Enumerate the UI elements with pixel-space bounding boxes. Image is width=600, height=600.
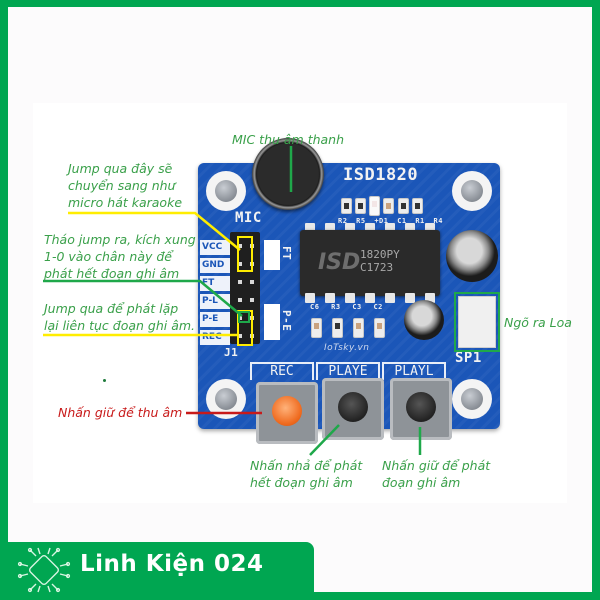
label-c6: C6 (310, 303, 320, 311)
label-r3: R3 (331, 303, 341, 311)
annotation-line: 1-0 vào chân này để (44, 249, 172, 264)
annotation-line: Tháo jump ra, kích xung (44, 232, 196, 247)
button-label-playl: PLAYL (382, 362, 446, 380)
top-component-labels: R2 R5 +D1 C1 R1 R4 (338, 217, 443, 225)
mid-component-labels: C6 R3 C3 C2 (310, 303, 383, 311)
playl-button-cap (406, 392, 436, 422)
highlight-vcc-gnd-jumper (237, 236, 253, 272)
smd-resistor-r1 (398, 198, 409, 214)
isd1820-chip (300, 230, 440, 296)
mount-hole-top-left (206, 171, 246, 211)
annotation-line: Jump qua để phát lặp (44, 301, 179, 316)
rec-button[interactable] (256, 382, 318, 444)
annotation-line: Nhấn giữ để phát (382, 458, 491, 473)
annotation-speaker: Ngõ ra Loa (504, 315, 572, 330)
highlight-speaker-connector (454, 292, 500, 352)
capacitor-large (446, 230, 498, 282)
mount-hole-bottom-left (206, 379, 246, 419)
pin-label-ft: FT (200, 276, 230, 291)
rec-button-cap (272, 396, 302, 426)
playe-button-cap (338, 392, 368, 422)
watermark: IoTsky.vn (324, 343, 370, 353)
smd-cap-c3 (353, 318, 364, 338)
annotation-line: chuyển sang như (68, 178, 176, 193)
label-c1: C1 (397, 217, 407, 225)
speaker-connector-label: SP1 (455, 350, 482, 366)
pin-label-pl: P-L (200, 294, 230, 309)
annotation-rec: Nhấn giữ để thu âm (58, 405, 183, 420)
smd-resistor-r4 (412, 198, 423, 214)
pin-label-vcc: VCC (200, 240, 230, 255)
jumper-label-pe: P-E (280, 310, 293, 332)
annotation-mic: MIC thu âm thanh (232, 132, 345, 147)
pin-label-gnd: GND (200, 258, 230, 273)
microphone-icon (252, 138, 324, 210)
button-label-rec: REC (250, 362, 314, 380)
chip-pins-top (305, 223, 435, 233)
annotation-playe: Nhấn nhả để phát hết đoạn ghi âm (250, 457, 362, 491)
label-c3: C3 (352, 303, 362, 311)
pin-label-rec: REC (200, 330, 230, 345)
jumper-tab-ft (264, 240, 280, 270)
smd-cap-c1 (383, 198, 394, 214)
brand-name: Linh Kiện 024 (80, 551, 264, 577)
annotation-karaoke: Jump qua đây sẽ chuyển sang như micro há… (68, 160, 182, 211)
annotation-line: hết đoạn ghi âm (250, 475, 353, 490)
smd-led-d1 (369, 196, 380, 216)
highlight-pe-pin (238, 311, 250, 323)
mic-silk-label: MIC (235, 210, 262, 226)
annotation-loop: Jump qua để phát lặp lại liên tục đoạn g… (44, 300, 195, 334)
chip-model: 1820PY (360, 248, 400, 261)
smd-resistor-r2 (341, 198, 352, 214)
smd-cap-c2 (374, 318, 385, 338)
chip-pins-bottom (305, 293, 435, 303)
annotation-line: đoạn ghi âm (382, 475, 461, 490)
annotation-line: lại liên tục đoạn ghi âm. (44, 318, 196, 333)
stray-dot (103, 379, 106, 382)
jumper-tab-pe (264, 304, 280, 340)
speaker-connector (458, 296, 496, 348)
chip-circuit-icon (17, 547, 71, 593)
label-r4: R4 (433, 217, 443, 225)
label-r2: R2 (338, 217, 348, 225)
chip-logo: ISD (318, 250, 361, 275)
board-title: ISD1820 (343, 165, 419, 185)
label-r5: R5 (356, 217, 366, 225)
chip-marking: 1820PY C1723 (360, 248, 400, 274)
button-label-playe: PLAYE (316, 362, 380, 380)
label-d1: +D1 (374, 217, 389, 225)
playl-button[interactable] (390, 378, 452, 440)
jumper-label-ft: FT (280, 246, 293, 261)
annotation-ft-pulse: Tháo jump ra, kích xung 1-0 vào chân này… (44, 231, 196, 282)
annotation-playl: Nhấn giữ để phát đoạn ghi âm (382, 457, 490, 491)
label-c2: C2 (373, 303, 383, 311)
pin-label-pe: P-E (200, 312, 230, 327)
label-r1: R1 (415, 217, 425, 225)
annotation-line: micro hát karaoke (68, 195, 183, 210)
annotation-line: phát hết đoạn ghi âm (44, 266, 180, 281)
mount-hole-top-right (452, 171, 492, 211)
header-label: J1 (224, 346, 239, 359)
playe-button[interactable] (322, 378, 384, 440)
smd-resistor-r5 (355, 198, 366, 214)
annotation-line: Nhấn nhả để phát (250, 458, 363, 473)
smd-resistor-r3 (332, 318, 343, 338)
mount-hole-bottom-right (452, 379, 492, 419)
annotation-line: Jump qua đây sẽ (68, 161, 173, 176)
smd-cap-c6 (311, 318, 322, 338)
capacitor-small (404, 300, 444, 340)
chip-batch: C1723 (360, 261, 394, 274)
